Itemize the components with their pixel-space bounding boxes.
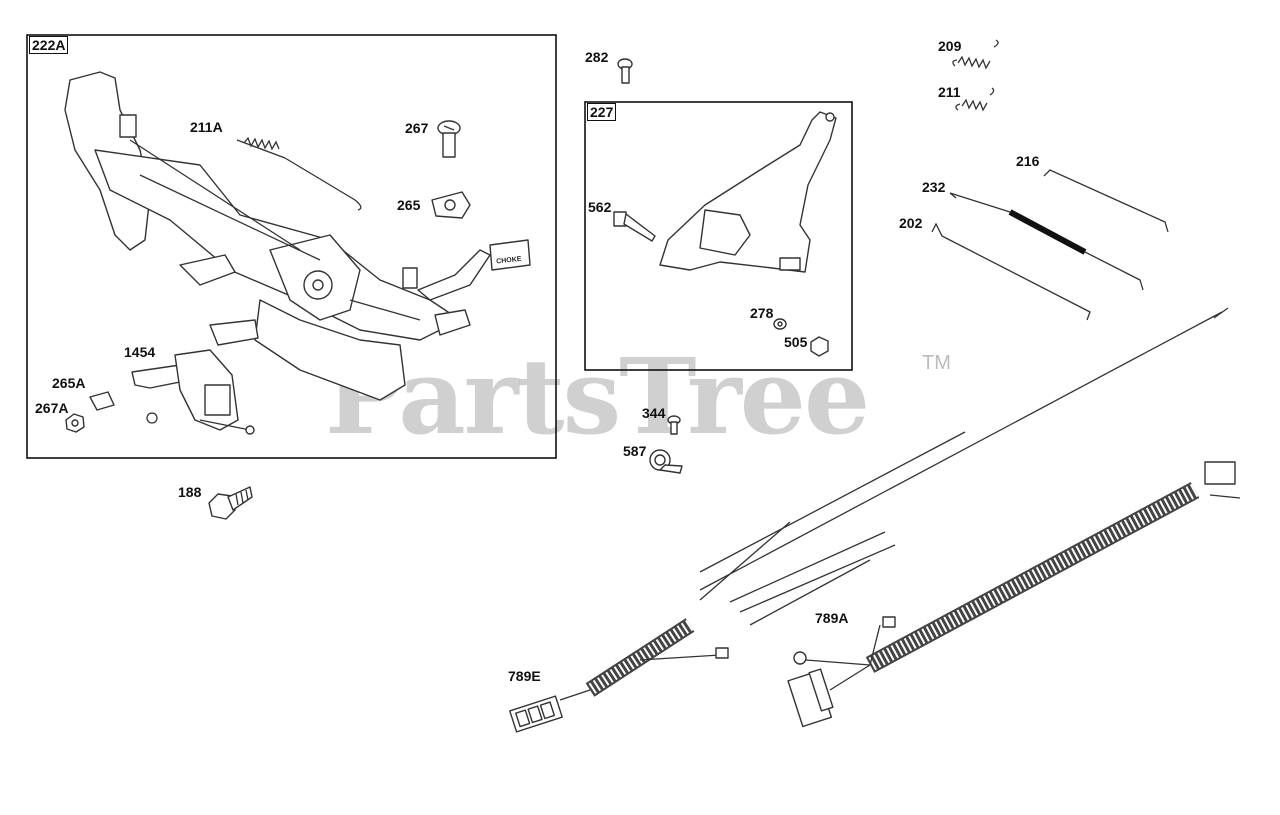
part-587-clamp[interactable]: [649, 449, 683, 474]
watermark-trademark: TM: [922, 352, 951, 374]
box-227-frame: [584, 101, 853, 371]
part-202-rod[interactable]: [931, 222, 1091, 321]
callout-587[interactable]: 587: [623, 443, 647, 459]
connector-789a[interactable]: [787, 668, 834, 728]
part-505-nut[interactable]: [810, 336, 829, 357]
callout-505[interactable]: 505: [784, 334, 808, 350]
part-265-clip[interactable]: [431, 191, 471, 219]
part-1454-switch[interactable]: [131, 349, 255, 435]
box-222a-label: 222A: [29, 36, 69, 54]
part-209-spring[interactable]: [952, 39, 999, 70]
callout-1454[interactable]: 1454: [124, 344, 156, 360]
part-216-rod[interactable]: [1043, 169, 1169, 233]
callout-789a[interactable]: 789A: [815, 610, 849, 626]
part-267-screw[interactable]: [437, 120, 461, 158]
callout-344[interactable]: 344: [642, 405, 666, 421]
callout-211a[interactable]: 211A: [190, 119, 223, 135]
callout-278[interactable]: 278: [750, 305, 774, 321]
callout-267a[interactable]: 267A: [35, 400, 69, 416]
choke-decal[interactable]: CHOKE: [489, 239, 531, 271]
callout-265a[interactable]: 265A: [52, 375, 86, 391]
part-344-screw[interactable]: [667, 415, 681, 435]
callout-188[interactable]: 188: [178, 484, 202, 500]
part-227-control-bracket[interactable]: [659, 111, 837, 273]
part-232-link[interactable]: [949, 192, 1144, 291]
wiring-harness-789a[interactable]: [787, 461, 1241, 728]
choke-decal-text: CHOKE: [496, 256, 522, 266]
part-211a-spring[interactable]: [236, 136, 362, 211]
callout-789e[interactable]: 789E: [508, 668, 541, 684]
callout-562[interactable]: 562: [588, 199, 612, 215]
part-188-bolt[interactable]: [208, 486, 253, 520]
callout-267[interactable]: 267: [405, 120, 429, 136]
box-222a-frame: [26, 34, 557, 459]
callout-282[interactable]: 282: [585, 49, 609, 65]
part-562-bolt[interactable]: [613, 211, 656, 242]
callout-202[interactable]: 202: [899, 215, 923, 231]
connector-789e[interactable]: [509, 695, 563, 733]
watermark: PartsTree: [325, 335, 870, 458]
box-227-label: 227: [587, 103, 617, 121]
part-267a-nut[interactable]: [65, 413, 85, 433]
part-211-spring[interactable]: [955, 87, 995, 112]
callout-209[interactable]: 209: [938, 38, 962, 54]
part-278-washer[interactable]: [773, 318, 787, 330]
part-282-screw[interactable]: [617, 58, 633, 84]
callout-216[interactable]: 216: [1016, 153, 1040, 169]
callout-211[interactable]: 211: [938, 84, 961, 100]
governor-bracket-assembly[interactable]: [64, 71, 491, 401]
e-clip[interactable]: [146, 412, 158, 424]
callout-232[interactable]: 232: [922, 179, 946, 195]
callout-265[interactable]: 265: [397, 197, 421, 213]
part-265a-clip[interactable]: [89, 391, 115, 411]
wiring-harness-789e[interactable]: [509, 307, 1229, 733]
